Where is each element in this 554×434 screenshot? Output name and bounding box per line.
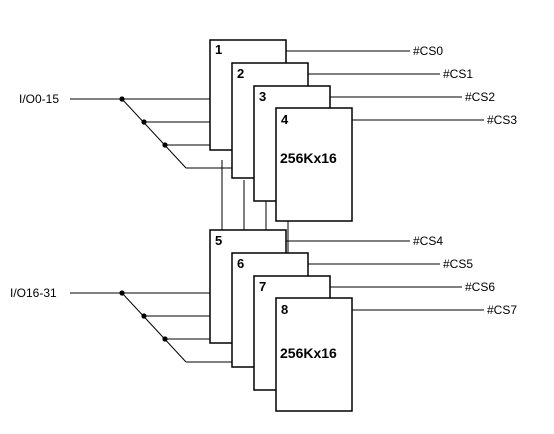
chip-capacity: 256Kx16 — [280, 345, 337, 361]
chip-number: 5 — [215, 233, 222, 248]
junction-dot — [119, 290, 125, 296]
junction-dot — [162, 336, 168, 342]
chip-number: 3 — [259, 89, 266, 104]
chip-select-label-cs5: #CS5 — [443, 257, 473, 271]
junction-dot — [141, 313, 147, 319]
bus-label-upper: I/O0-15 — [19, 92, 59, 106]
chip-select-lines-lower — [286, 240, 484, 311]
bus-label-lower: I/O16-31 — [10, 286, 57, 300]
chip-8: 8 256Kx16 — [275, 297, 353, 412]
chip-number: 8 — [281, 302, 288, 317]
chip-select-label-cs7: #CS7 — [487, 303, 517, 317]
chip-select-label-cs2: #CS2 — [465, 90, 495, 104]
chip-4: 4 256Kx16 — [275, 107, 353, 222]
chip-select-lines-upper — [286, 50, 484, 121]
junction-dot — [141, 119, 147, 125]
chip-number: 2 — [237, 66, 244, 81]
chip-number: 1 — [215, 42, 222, 57]
chip-capacity: 256Kx16 — [280, 150, 337, 166]
chip-select-label-cs4: #CS4 — [413, 234, 443, 248]
junction-dot — [119, 96, 125, 102]
chip-number: 6 — [237, 256, 244, 271]
chip-number: 7 — [259, 279, 266, 294]
chip-select-label-cs0: #CS0 — [413, 44, 443, 58]
junction-dot — [162, 142, 168, 148]
chip-select-label-cs3: #CS3 — [487, 113, 517, 127]
chip-select-label-cs6: #CS6 — [465, 280, 495, 294]
chip-select-label-cs1: #CS1 — [443, 67, 473, 81]
chip-number: 4 — [281, 112, 289, 127]
